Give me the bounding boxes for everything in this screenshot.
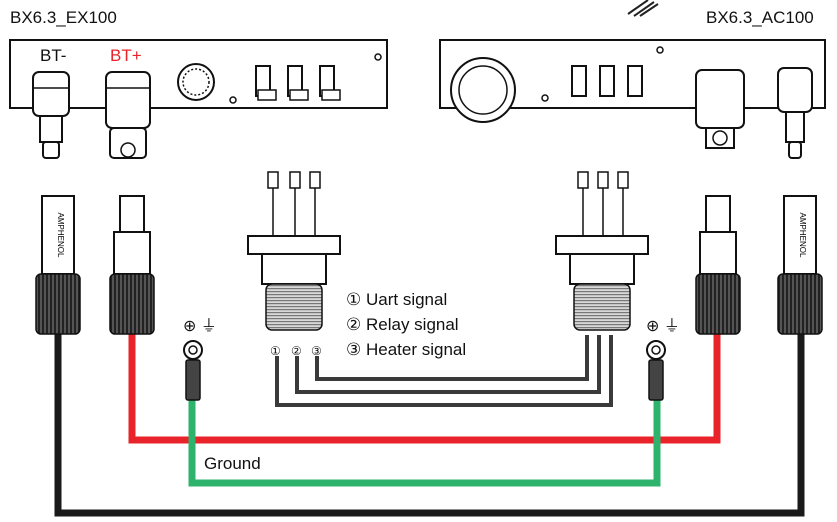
amphenol-brand-left: AMPHENOL <box>56 213 65 258</box>
legend-label: Uart signal <box>365 290 448 309</box>
left-negative-cable-connector: AMPHENOL <box>35 195 81 335</box>
legend-item-relay: ② Relay signal <box>346 315 459 335</box>
signal-wires <box>275 335 613 407</box>
right-round-cap <box>450 57 516 123</box>
right-ground-ring-terminal <box>646 340 666 401</box>
bt-minus-panel-connector <box>32 71 70 159</box>
legend-marker: ③ <box>346 340 362 359</box>
legend-marker: ② <box>346 315 362 334</box>
left-ground-ring-terminal <box>183 340 203 401</box>
right-negative-cable-connector: AMPHENOL <box>777 195 823 335</box>
right-positive-cable-connector <box>695 195 741 335</box>
pin-marker-1: ① <box>270 344 281 358</box>
legend-marker: ① <box>346 290 362 309</box>
ground-wire-label: Ground <box>204 454 261 473</box>
legend-item-uart: ① Uart signal <box>346 290 447 310</box>
legend-label: Relay signal <box>365 315 459 334</box>
pin-marker-3: ③ <box>311 344 322 358</box>
left-device-title: BX6.3_EX100 <box>10 8 117 27</box>
amphenol-brand-right: AMPHENOL <box>798 213 807 258</box>
right-ground-symbol-icon: ⊕ ⏚ <box>646 318 680 335</box>
right-bt-plus-panel-connector <box>695 69 745 149</box>
battery-negative-wire <box>54 330 805 517</box>
right-panel-signal-terminals <box>571 65 643 97</box>
left-ground-symbol-icon: ⊕ ⏚ <box>183 318 217 335</box>
left-panel-signal-terminals <box>255 65 341 101</box>
right-device-title: BX6.3_AC100 <box>706 8 814 27</box>
bt-plus-panel-connector <box>105 71 151 159</box>
battery-positive-wire <box>128 330 721 444</box>
pin-marker-2: ② <box>291 344 302 358</box>
left-signal-connector <box>247 171 341 331</box>
left-round-cap <box>177 63 215 101</box>
left-positive-cable-connector <box>109 195 155 335</box>
bt-plus-label: BT+ <box>110 46 142 65</box>
legend-label: Heater signal <box>365 340 467 359</box>
bt-minus-label: BT- <box>40 46 67 65</box>
right-bt-minus-panel-connector <box>777 67 813 159</box>
right-signal-connector <box>555 171 649 331</box>
ground-wire <box>188 395 661 487</box>
decorative-wire-icon <box>627 0 659 17</box>
legend-item-heater: ③ Heater signal <box>346 340 466 360</box>
